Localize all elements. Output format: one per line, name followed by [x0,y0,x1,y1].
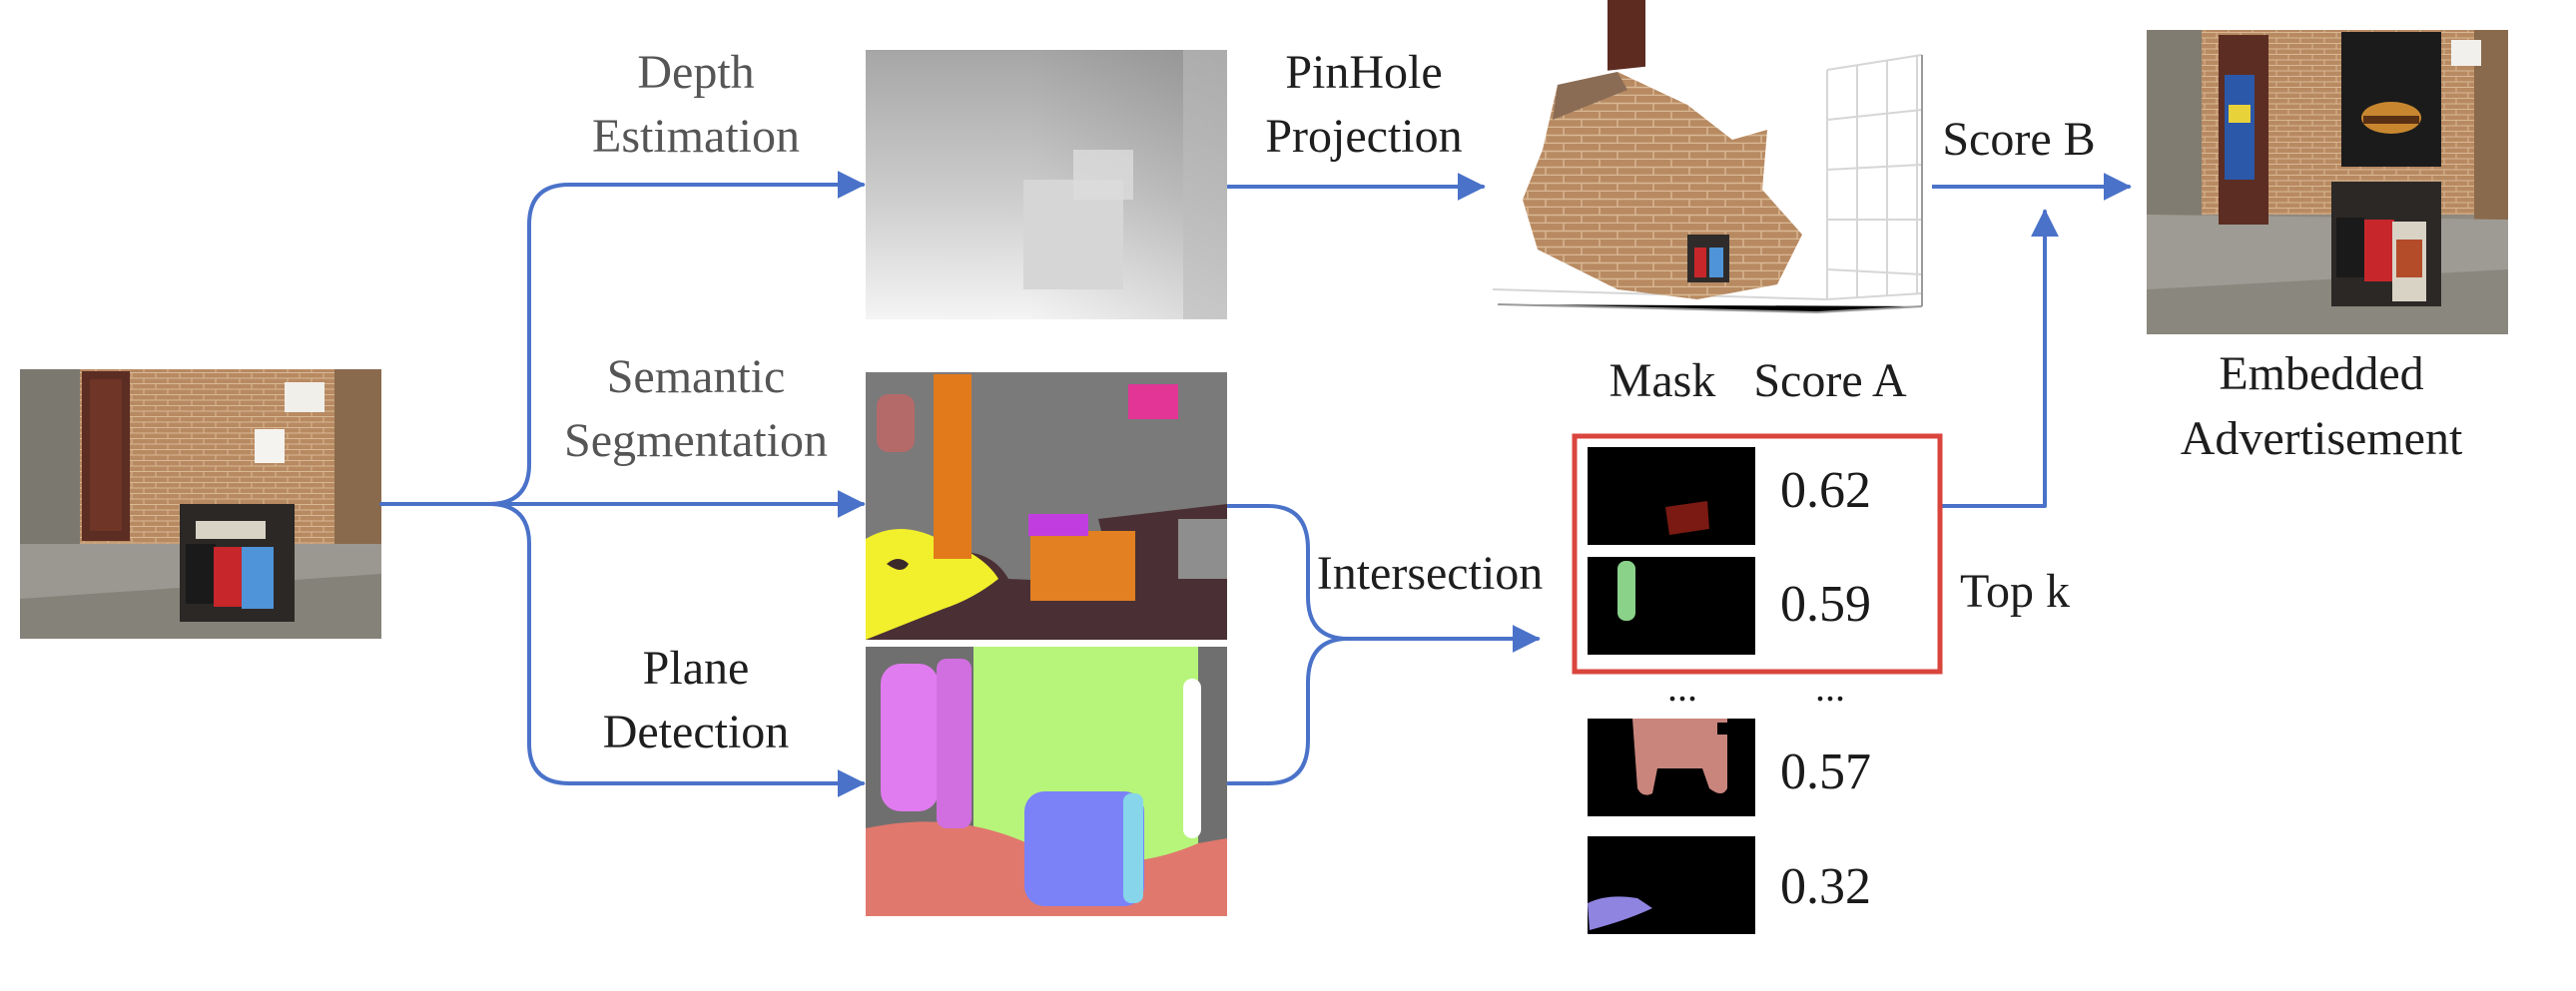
mask-thumbnail [1588,719,1755,816]
projection-3d-plot [1492,0,1932,324]
input-image [20,369,381,639]
depth-estimation-label-line2: Estimation [592,110,800,163]
mask-column-header: Mask [1610,354,1716,407]
score-ellipsis: ... [1815,665,1845,710]
embedded-advertisement-label: Embedded [2219,347,2423,400]
top-k-label: Top k [1960,565,2070,618]
score-a-column-header: Score A [1753,354,1907,407]
mask-thumbnail [1588,836,1755,934]
embedded-advertisement-label-line2: Advertisement [2181,412,2463,465]
embedded-advertisement-image [2147,30,2508,334]
input-fanout-arrows [379,171,866,797]
semantic-segmentation-label: Semantic [607,350,786,403]
plane-detection-image [866,647,1227,916]
mask-score: 0.57 [1780,743,1871,800]
mask-thumbnail [1588,447,1755,545]
mask-thumbnail [1588,557,1755,655]
pinhole-projection-label: PinHole [1285,46,1442,99]
mask-score: 0.62 [1780,462,1871,519]
topk-to-score-arrow [1940,209,2059,508]
top-k-selection-box [1572,433,1943,675]
plane-detection-label: Plane [643,642,750,695]
mask-ellipsis: ... [1667,665,1697,710]
intersection-label: Intersection [1317,547,1544,600]
depth-estimation-label: Depth [637,46,754,99]
intersection-merge-arrows [1226,504,1541,785]
depth-map-image [866,50,1227,319]
pinhole-projection-label-line2: Projection [1265,110,1462,163]
score-b-label: Score B [1942,113,2095,166]
semantic-segmentation-image [866,372,1227,640]
semantic-segmentation-label-line2: Segmentation [564,414,828,467]
mask-score: 0.32 [1780,858,1871,915]
mask-score-table: 0.62 0.59 ... ... 0.57 0.32 [1572,433,1943,934]
plane-detection-label-line2: Detection [603,706,790,758]
mask-score: 0.59 [1780,576,1871,633]
